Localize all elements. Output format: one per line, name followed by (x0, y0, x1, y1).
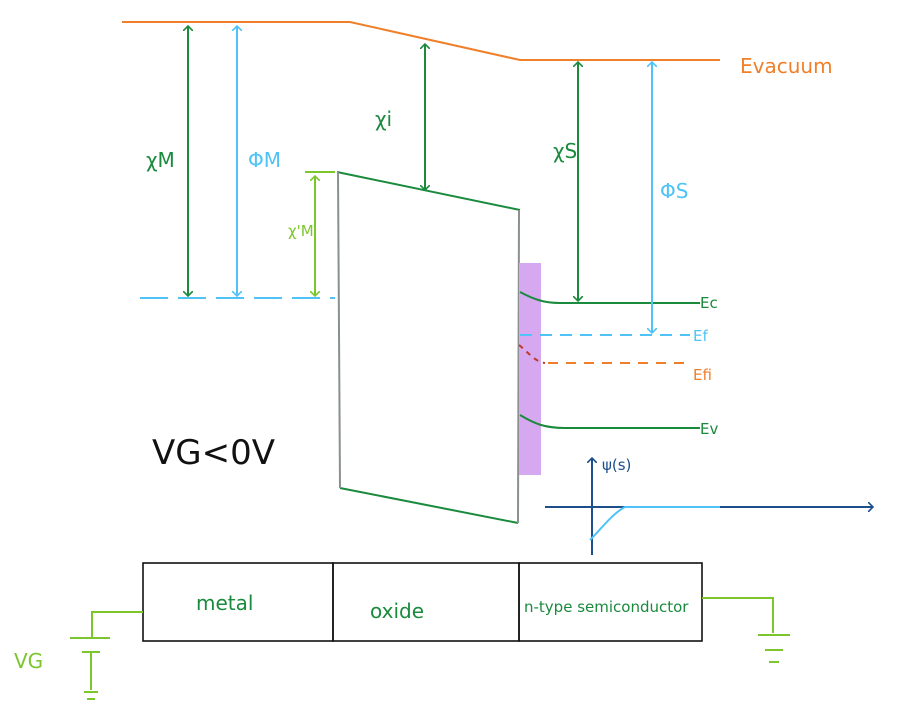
vg-condition-label: VG<0V (152, 433, 275, 473)
valence-band-ev (519, 414, 700, 429)
evacuum-label: Evacuum (740, 54, 833, 78)
ev-label: Ev (700, 420, 718, 438)
chi-m-label: χM (146, 148, 175, 172)
ef-label: Ef (693, 327, 708, 345)
oxide-top-edge (336, 171, 521, 211)
psi-label: ψ(s) (602, 456, 631, 474)
chi-i-label: χi (375, 107, 392, 131)
surface-charge-region (519, 263, 541, 475)
metal-label: metal (196, 591, 253, 615)
intrinsic-level-efi (518, 344, 546, 364)
substrate-wire (702, 597, 774, 633)
oxide-bottom-edge (339, 487, 519, 524)
chi-m-prime-label: χ'M (288, 222, 314, 240)
phi-m-label: ΦM (248, 148, 281, 172)
oxide-layer-box (332, 562, 520, 642)
oxide-left-wall (337, 171, 341, 489)
conduction-band-ec (519, 291, 700, 304)
oxide-label: oxide (370, 599, 424, 623)
chi-s-label: χS (553, 139, 577, 163)
phi-s-label: ΦS (660, 179, 688, 203)
vacuum-level-line (122, 21, 720, 61)
vg-source-label: VG (14, 649, 43, 673)
psi-curve (589, 506, 720, 541)
efi-label: Efi (693, 366, 712, 384)
semiconductor-layer-box (518, 562, 703, 642)
gate-wire (91, 611, 143, 637)
semiconductor-label: n-type semiconductor (524, 598, 689, 616)
ec-label: Ec (700, 294, 718, 312)
oxide-right-wall (517, 209, 520, 524)
